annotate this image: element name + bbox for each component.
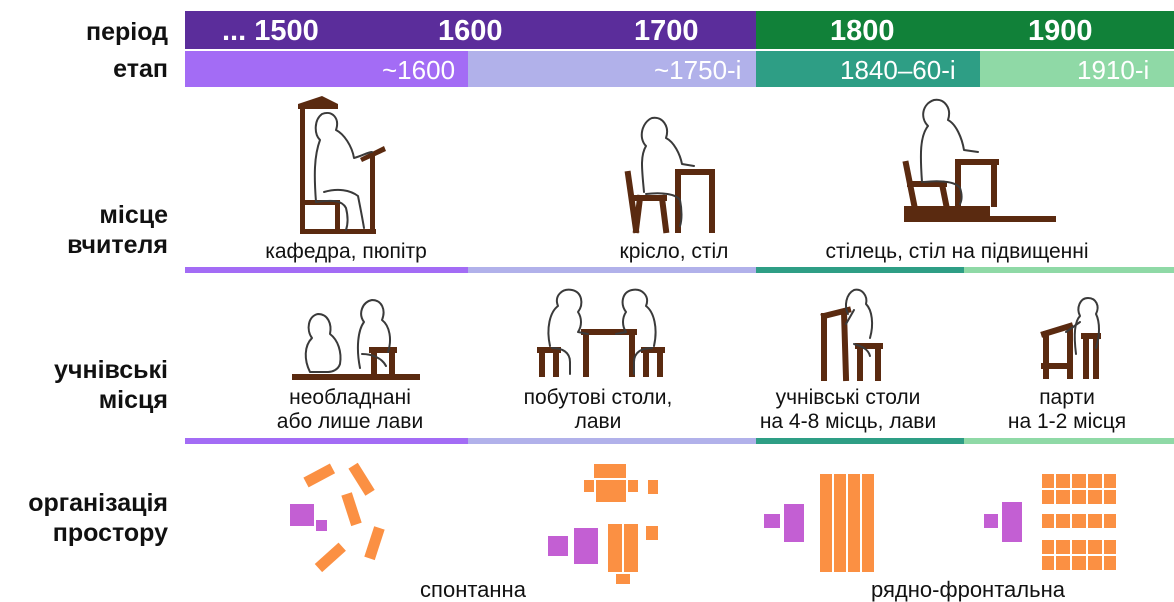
students-caption-4: парти на 1-2 місця	[982, 386, 1152, 434]
stage-1910: 1910-і	[1077, 55, 1150, 85]
stage-1840: 1840–60-і	[840, 55, 956, 85]
students-row-label-line1: учнівські	[54, 356, 168, 384]
space-caption-1: спонтанна	[420, 577, 526, 602]
space-scattered-layout	[290, 462, 385, 573]
students-row-label: учнівські місця	[54, 355, 168, 415]
space-desk-rows-layout	[984, 474, 1116, 570]
teacher-chair-table-illustration	[624, 116, 715, 234]
students-caption-3-line2: на 4-8 місць, лави	[759, 410, 937, 433]
students-caption-2: побутові столи, лави	[498, 386, 698, 434]
teacher-row-label: місце вчителя	[67, 200, 168, 260]
space-caption-2: рядно-фронтальна	[871, 577, 1065, 602]
students-caption-2-line1: побутові столи,	[523, 386, 673, 409]
period-band-green	[756, 11, 1174, 49]
students-caption-4-line1: парти	[1039, 386, 1095, 409]
space-row-label-line2: простору	[52, 519, 168, 547]
students-school-desk-illustration	[820, 288, 883, 382]
students-caption-1-line2: або лише лави	[276, 410, 424, 433]
students-caption-1-line1: необладнані	[289, 386, 411, 409]
students-divider-1	[185, 438, 468, 444]
stage-1600: ~1600	[382, 55, 456, 85]
space-row-label-line1: організація	[28, 489, 168, 517]
stage-band-3	[756, 51, 980, 87]
year-1700: 1700	[634, 15, 699, 47]
students-single-desk-illustration	[1040, 297, 1101, 379]
stage-1750: ~1750-і	[654, 55, 742, 85]
teacher-row-label-line1: місце	[99, 201, 168, 229]
stage-band-4	[980, 51, 1174, 87]
students-row-label-line2: місця	[98, 386, 168, 414]
year-1800: 1800	[830, 15, 895, 47]
students-caption-4-line2: на 1-2 місця	[1007, 410, 1127, 433]
students-bench-illustration	[292, 299, 420, 380]
students-caption-1: необладнані або лише лави	[240, 386, 460, 434]
students-divider-4	[964, 438, 1174, 444]
stage-label: етап	[113, 55, 168, 83]
stage-band-2	[468, 51, 756, 87]
students-caption-3: учнівські столи на 4-8 місць, лави	[742, 386, 954, 434]
teacher-divider-1	[185, 267, 468, 273]
teacher-raised-platform-illustration	[902, 98, 1056, 222]
period-label: період	[85, 18, 168, 46]
space-row-label: організація простору	[28, 488, 168, 548]
students-divider-3	[756, 438, 964, 444]
teacher-divider-4	[964, 267, 1174, 273]
teacher-divider-3	[756, 267, 964, 273]
teacher-caption-3: стілець, стіл на підвищенні	[825, 240, 1089, 263]
students-caption-2-line2: лави	[574, 410, 622, 433]
teacher-caption-2: крісло, стіл	[619, 240, 729, 263]
teacher-divider-2	[468, 267, 756, 273]
students-caption-3-line1: учнівські столи	[775, 386, 921, 409]
year-1600: 1600	[438, 15, 503, 47]
students-household-table-illustration	[537, 288, 665, 377]
space-grouped-tables-layout	[548, 464, 658, 584]
stage-band-1	[185, 51, 468, 87]
teacher-caption-1: кафедра, пюпітр	[265, 240, 427, 263]
year-1900: 1900	[1028, 15, 1093, 47]
students-divider-2	[468, 438, 756, 444]
year-1500: ... 1500	[222, 15, 319, 47]
space-long-rows-layout	[764, 474, 874, 572]
teacher-pulpit-illustration	[298, 96, 386, 234]
period-band-purple	[185, 11, 756, 49]
teacher-row-label-line2: вчителя	[67, 231, 168, 259]
